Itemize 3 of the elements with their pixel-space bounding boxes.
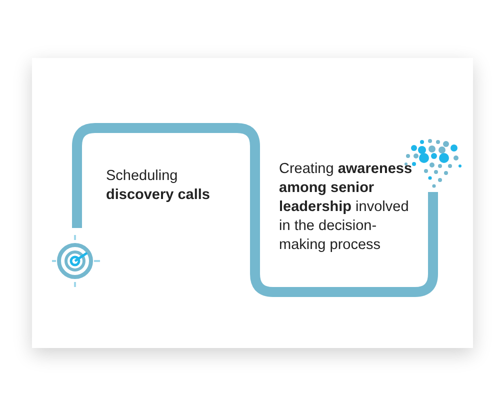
- path-line: [72, 123, 438, 297]
- step-text: Creating awareness among senior leadership involved in the decision-making process: [279, 160, 414, 255]
- step-text: Scheduling discovery calls: [106, 167, 211, 205]
